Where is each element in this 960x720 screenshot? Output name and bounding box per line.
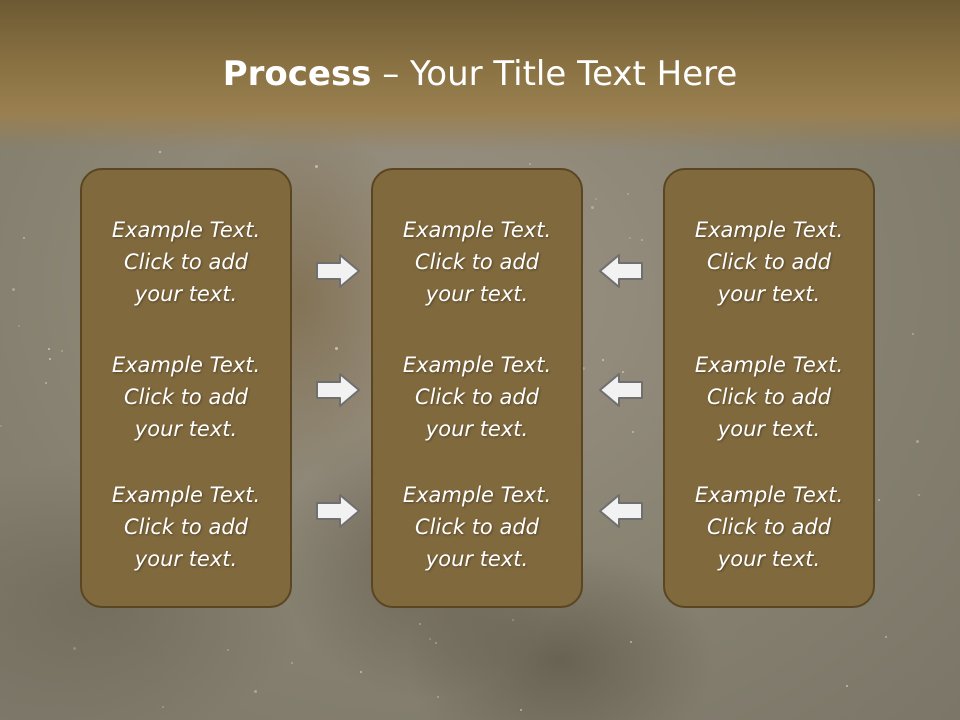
text-line: your text. [134, 417, 238, 441]
title-rest: – Your Title Text Here [371, 54, 738, 94]
sparkle-dot [918, 494, 920, 496]
text-line: Click to add [706, 385, 831, 409]
sparkle-dot [878, 499, 880, 501]
sparkle-dot [512, 619, 514, 621]
sparkle-dot [159, 151, 161, 153]
text-line: Example Text. [402, 483, 552, 507]
sparkle-dot [61, 350, 63, 352]
sparkle-dot [520, 709, 522, 711]
sparkle-dot [627, 193, 629, 195]
text-line: Example Text. [111, 218, 261, 242]
sparkle-dot [435, 642, 437, 644]
text-line: Click to add [706, 250, 831, 274]
sparkle-dot [12, 288, 15, 291]
text-line: your text. [717, 282, 821, 306]
sparkle-dot [227, 649, 229, 651]
sparkle-dot [582, 367, 585, 370]
sparkle-dot [0, 425, 2, 427]
sparkle-dot [602, 359, 604, 361]
text-line: Example Text. [694, 353, 844, 377]
text-line: Click to add [414, 385, 539, 409]
process-column-right[interactable]: Example Text. Click to add your text. Ex… [663, 168, 875, 608]
text-line: your text. [425, 547, 529, 571]
text-line: Click to add [123, 250, 248, 274]
text-line: Click to add [123, 385, 248, 409]
text-line: Click to add [123, 515, 248, 539]
sparkle-dot [291, 662, 293, 664]
sparkle-dot [846, 685, 848, 687]
process-column-left[interactable]: Example Text. Click to add your text. Ex… [80, 168, 292, 608]
sparkle-dot [916, 440, 919, 443]
text-line: your text. [134, 282, 238, 306]
sparkle-dot [912, 333, 914, 335]
sparkle-dot [622, 371, 624, 373]
text-line: Click to add [706, 515, 831, 539]
text-line: Example Text. [694, 218, 844, 242]
sparkle-dot [254, 690, 257, 693]
text-line: your text. [717, 547, 821, 571]
text-block[interactable]: Example Text. Click to add your text. [82, 349, 290, 445]
arrow-right-icon [314, 251, 362, 291]
text-line: Example Text. [402, 218, 552, 242]
sparkle-dot [529, 163, 531, 165]
text-line: Example Text. [111, 483, 261, 507]
sparkle-dot [591, 206, 594, 209]
text-line: Example Text. [402, 353, 552, 377]
sparkle-dot [18, 325, 20, 327]
text-block[interactable]: Example Text. Click to add your text. [665, 214, 873, 310]
text-block[interactable]: Example Text. Click to add your text. [82, 479, 290, 575]
slide-title[interactable]: Process – Your Title Text Here [0, 52, 960, 96]
text-line: your text. [717, 417, 821, 441]
arrow-left-icon [597, 491, 645, 531]
text-block[interactable]: Example Text. Click to add your text. [373, 479, 581, 575]
process-column-middle[interactable]: Example Text. Click to add your text. Ex… [371, 168, 583, 608]
sparkle-dot [429, 638, 431, 640]
title-banner [0, 0, 960, 150]
sparkle-dot [629, 237, 631, 239]
sparkle-dot [49, 358, 51, 360]
text-block[interactable]: Example Text. Click to add your text. [373, 214, 581, 310]
sparkle-dot [315, 165, 318, 168]
title-bold: Process [222, 54, 372, 94]
sparkle-dot [419, 623, 421, 625]
arrow-right-icon [314, 370, 362, 410]
text-block[interactable]: Example Text. Click to add your text. [665, 479, 873, 575]
text-line: your text. [425, 282, 529, 306]
text-line: your text. [134, 547, 238, 571]
text-line: Click to add [414, 515, 539, 539]
sparkle-dot [641, 239, 643, 241]
sparkle-dot [595, 198, 597, 200]
sparkle-dot [48, 348, 50, 350]
sparkle-dot [45, 382, 47, 384]
text-line: your text. [425, 417, 529, 441]
text-line: Example Text. [111, 353, 261, 377]
text-block[interactable]: Example Text. Click to add your text. [82, 214, 290, 310]
text-line: Click to add [414, 250, 539, 274]
sparkle-dot [162, 706, 164, 708]
text-block[interactable]: Example Text. Click to add your text. [373, 349, 581, 445]
sparkle-dot [73, 647, 76, 650]
sparkle-dot [335, 347, 338, 350]
sparkle-dot [632, 431, 634, 433]
arrow-left-icon [597, 251, 645, 291]
arrow-right-icon [314, 491, 362, 531]
sparkle-dot [360, 671, 362, 673]
sparkle-dot [885, 636, 887, 638]
text-line: Example Text. [694, 483, 844, 507]
sparkle-dot [437, 696, 439, 698]
text-block[interactable]: Example Text. Click to add your text. [665, 349, 873, 445]
sparkle-dot [630, 641, 632, 643]
arrow-left-icon [597, 370, 645, 410]
sparkle-dot [23, 237, 25, 239]
